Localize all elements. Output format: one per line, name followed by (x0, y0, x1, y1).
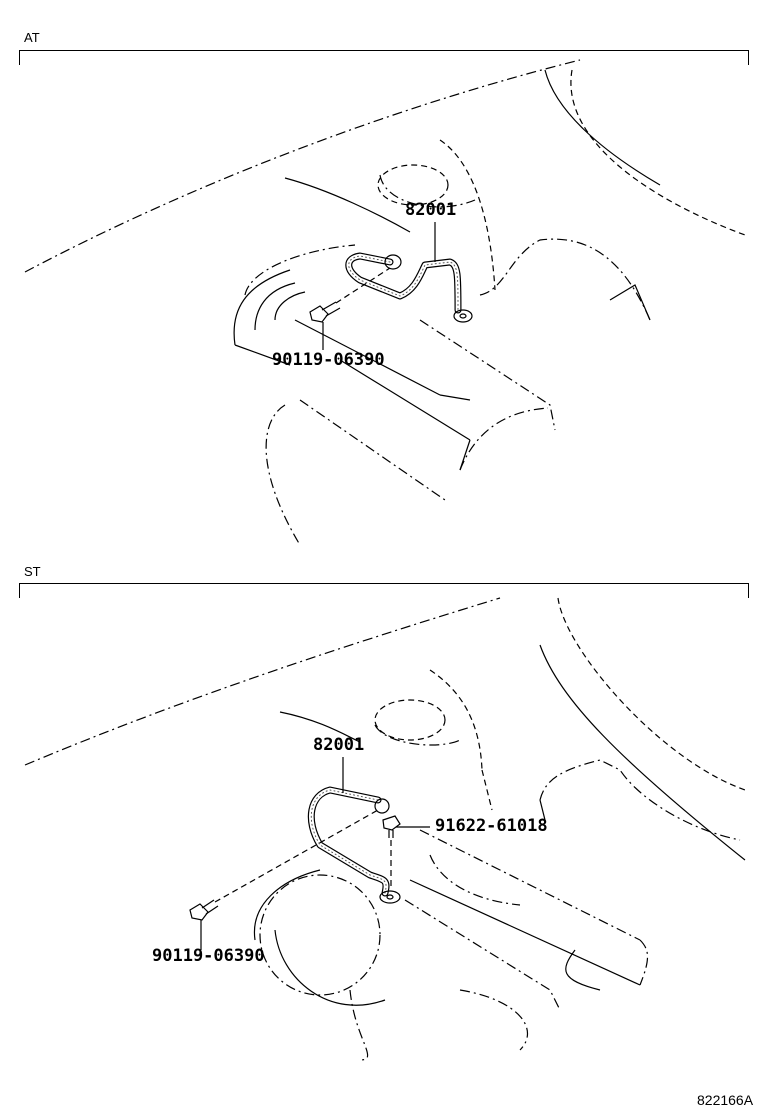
section-label-at: AT (24, 30, 40, 45)
part-label-st-82001[interactable]: 82001 (313, 735, 365, 755)
part-label-at-82001[interactable]: 82001 (405, 200, 457, 220)
leader-lines-st (200, 757, 430, 950)
part-label-at-90119-06390[interactable]: 90119-06390 (272, 350, 385, 370)
engine-outline-at (24, 59, 746, 546)
bolt-at (309, 267, 391, 323)
engine-outline-st (24, 597, 746, 1061)
ground-cable-st (307, 786, 401, 904)
diagram-reference-id: 822166A (697, 1092, 754, 1108)
leader-lines-at (322, 222, 436, 350)
section-label-st: ST (24, 564, 41, 579)
section-bracket-at (19, 50, 749, 65)
part-label-st-90119-06390[interactable]: 90119-06390 (152, 946, 265, 966)
part-label-st-91622-61018[interactable]: 91622-61018 (435, 816, 548, 836)
ground-cable-at (345, 252, 473, 323)
bolt-st-90119 (189, 809, 379, 921)
section-bracket-st (19, 583, 749, 598)
